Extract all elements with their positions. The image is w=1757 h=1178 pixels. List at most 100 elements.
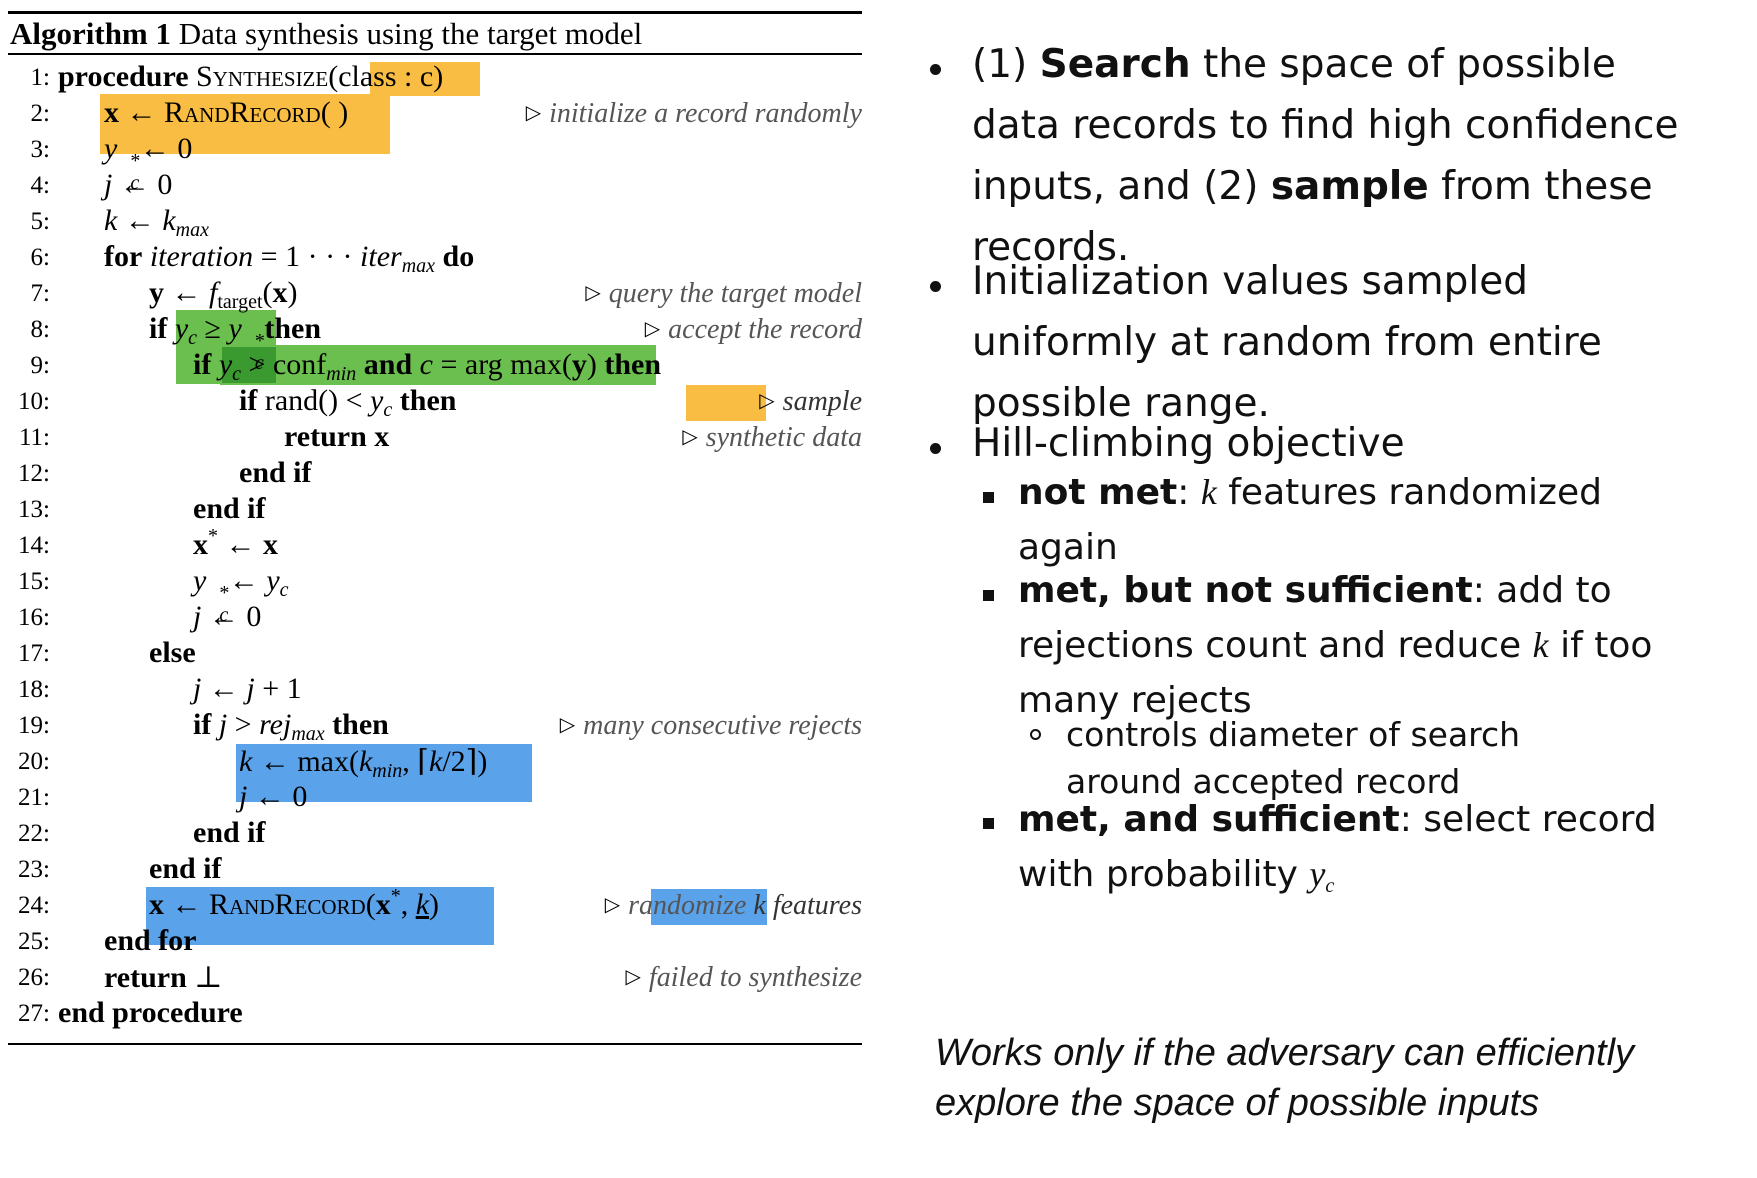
keyword: procedure — [58, 60, 189, 93]
func-name: RandRecord — [209, 888, 366, 921]
line-number: 2: — [30, 100, 50, 127]
line-number: 25: — [18, 928, 50, 955]
highlight-class-param — [370, 62, 480, 96]
algo-line-5: 5: k ← kmax — [30, 204, 209, 241]
keyword: if — [193, 348, 212, 381]
subscript: max — [175, 219, 209, 241]
highlight-reduce-k — [236, 744, 532, 802]
algo-line-2: 2: x ← RandRecord( ) ▷initialize a recor… — [30, 96, 862, 129]
line-number: 23: — [18, 856, 50, 883]
keyword: do — [442, 240, 475, 273]
subsubbullet-text: controls diameter of search around accep… — [1066, 715, 1521, 801]
comment: ▷failed to synthesize — [625, 962, 862, 993]
algo-line-4: 4: j ← 0 — [30, 168, 173, 201]
square-bullet — [983, 492, 994, 503]
highlight-sample — [686, 385, 766, 421]
line-number: 7: — [30, 280, 50, 307]
line-number: 21: — [18, 784, 50, 811]
func-name: rand — [264, 384, 319, 417]
bullet-text: Hill-climbing objective — [972, 421, 1405, 466]
algo-line-19: 19: if j > rejmax then ▷many consecutive… — [18, 708, 862, 745]
line-number: 11: — [18, 424, 50, 451]
line-number: 26: — [18, 964, 50, 991]
highlight-init — [100, 94, 390, 154]
var: rej — [259, 708, 292, 741]
comment-text: sample — [782, 386, 862, 417]
highlight-overlap — [222, 347, 276, 383]
algo-line-24: 24: x ← RandRecord(x*, k) ▷randomize k f… — [18, 885, 862, 921]
line-number: 17: — [18, 640, 50, 667]
var: iteration — [149, 240, 254, 273]
comment: ▷randomize k features — [604, 890, 862, 921]
algo-line-9: 9: if yc > confmin and c = arg max(y) th… — [30, 348, 662, 385]
keyword: end if — [193, 816, 266, 849]
comment: ▷many consecutive rejects — [559, 710, 862, 741]
algo-line-18: 18: j ← j + 1 — [18, 672, 302, 705]
line-number: 3: — [30, 136, 50, 163]
keyword: end if — [193, 492, 266, 525]
keyword: if — [149, 312, 168, 345]
keyword: end for — [104, 924, 197, 957]
algo-line-8: 8: if yc ≥ y*c then ▷accept the record — [30, 312, 862, 374]
algo-line-6: 6: for iteration = 1 · · · itermax do — [30, 240, 475, 277]
bullet-dot — [930, 443, 941, 454]
keyword: then — [332, 708, 389, 741]
algo-line-23: 23: end if — [0, 852, 870, 892]
bullet-list: (1) Search the space of possible data re… — [930, 0, 1750, 1178]
keyword: end if — [149, 852, 222, 885]
algo-line-15: 15: y*c ← yc — [18, 564, 289, 626]
line-number: 19: — [18, 712, 50, 739]
algo-line-10: 10: if rand() < yc then ▷sample — [18, 384, 862, 421]
square-bullet — [983, 818, 994, 829]
highlight-randrecord — [146, 887, 494, 945]
proc-name: Synthesize — [196, 60, 329, 93]
line-number: 24: — [18, 892, 50, 919]
algorithm-box: Algorithm 1 Data synthesis using the tar… — [0, 11, 870, 1045]
param: class : c — [338, 60, 434, 93]
keyword: if — [193, 708, 212, 741]
fail-symbol: ⊥ — [194, 961, 223, 994]
algo-line-26: 26: return ⊥ ▷failed to synthesize — [0, 960, 870, 1000]
subscript: min — [372, 760, 403, 782]
highlight-conf-check — [220, 345, 656, 385]
comment: ▷synthetic data — [682, 422, 862, 453]
comment: ▷accept the record — [644, 314, 862, 345]
algo-line-16: 16: j ← 0 — [18, 600, 262, 633]
keyword: return — [284, 420, 367, 453]
subscript: max — [291, 723, 325, 745]
keyword: return — [104, 961, 187, 994]
comment-text: accept the record — [668, 314, 862, 345]
subbullet-text: met, and sufficient: select record with … — [1018, 799, 1657, 897]
algo-line-17: 17: else — [0, 636, 870, 676]
line-number: 6: — [30, 244, 50, 271]
comment-text: initialize a record randomly — [549, 98, 862, 129]
comment: ▷initialize a record randomly — [525, 98, 862, 129]
line-number: 13: — [18, 496, 50, 523]
line-number: 9: — [30, 352, 50, 379]
line-number: 18: — [18, 676, 50, 703]
subscript: max — [401, 255, 436, 277]
line-number: 27: — [18, 1000, 50, 1027]
algo-line-13: 13: end if — [0, 492, 870, 532]
line-number: 8: — [30, 316, 50, 343]
bullet-dot — [930, 281, 941, 292]
comment-text: many consecutive rejects — [583, 710, 862, 741]
bullet-dot — [930, 64, 941, 75]
keyword: then — [399, 384, 457, 417]
comment: ▷query the target model — [585, 278, 862, 309]
comment-text: randomize — [628, 890, 747, 921]
comment: ▷sample — [759, 386, 862, 417]
keyword: then — [264, 312, 322, 345]
var: iter — [360, 240, 402, 273]
algorithm-label: Algorithm 1 — [10, 16, 172, 51]
subbullet-text: not met: k features randomized again — [1018, 472, 1602, 568]
line-number: 22: — [18, 820, 50, 847]
comment-text: synthetic data — [705, 422, 862, 453]
highlight-k-features — [651, 889, 767, 925]
line-number: 16: — [18, 604, 50, 631]
subbullet-text: met, but not sufficient: add to rejectio… — [1018, 570, 1653, 721]
footer-note: Works only if the adversary can efficien… — [935, 1032, 1635, 1124]
algo-line-7: 7: y ← ftarget(x) ▷query the target mode… — [30, 276, 862, 313]
line-number: 1: — [30, 64, 50, 91]
keyword: and — [363, 348, 413, 381]
